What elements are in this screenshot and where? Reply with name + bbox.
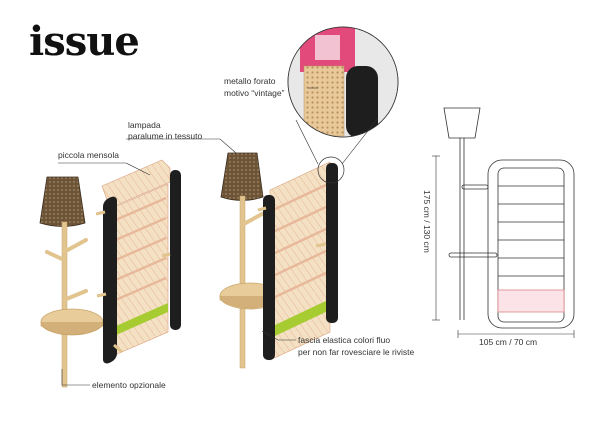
lamp-pole-one (61, 221, 68, 388)
rack-two (257, 161, 338, 361)
label-elastic-purpose: per non far rovesciare le riviste (298, 347, 415, 357)
rack-side-panel-left (103, 196, 117, 364)
zoom-source-marker (317, 156, 345, 184)
rack-side-panel-right (170, 170, 181, 330)
lampshade-one (39, 176, 86, 227)
rack-one (95, 159, 181, 364)
label-perforated-metal: metallo forato (224, 76, 276, 86)
issue-logo: issue (29, 18, 140, 65)
lamp-pole-two (239, 195, 246, 369)
label-lamp: lampada (128, 120, 161, 130)
technical-drawing (432, 107, 575, 338)
lamp-one (39, 176, 104, 388)
label-shelf: piccola mensola (58, 150, 119, 160)
label-optional-element: elemento opzionale (92, 380, 166, 390)
label-vintage-motif: motivo “vintage” (224, 88, 285, 98)
dimension-height: 175 cm / 130 cm (422, 190, 432, 253)
zoom-detail (287, 26, 399, 184)
label-elastic-band: fascia elastica colori fluo (298, 335, 391, 345)
dimension-width: 105 cm / 70 cm (479, 337, 538, 347)
leader-lines (58, 87, 318, 386)
lampshade-two (220, 152, 264, 201)
label-lampshade: paralume in tessuto (128, 131, 203, 141)
